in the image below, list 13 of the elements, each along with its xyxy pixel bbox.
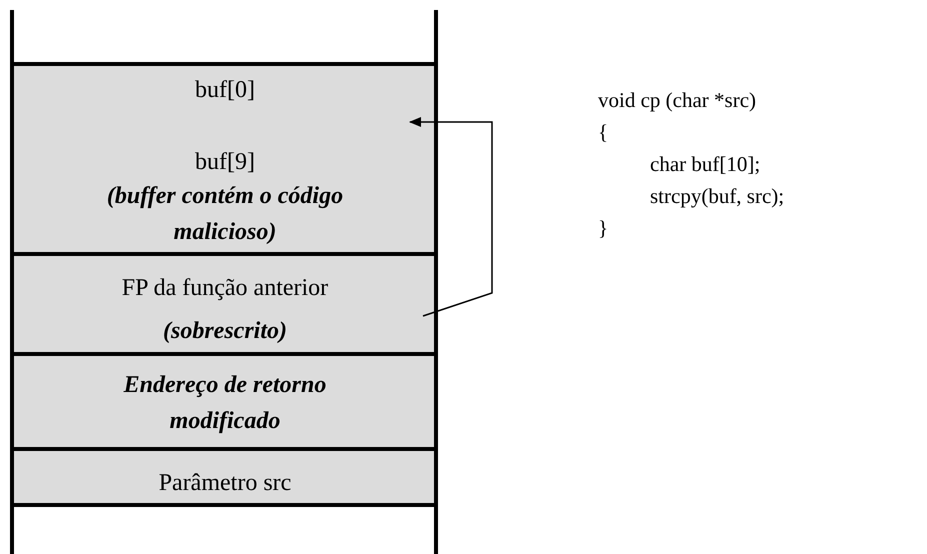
arrow: [409, 117, 493, 317]
cell-text: (buffer contém o código malicioso): [106, 182, 344, 247]
cell-text: FP da função anterior: [120, 274, 330, 303]
code-line: char buf[10];: [650, 151, 760, 178]
code-line: }: [598, 215, 608, 242]
cell-text: Parâmetro src: [158, 469, 292, 498]
cell-text: buf[9]: [194, 148, 256, 177]
code-line: strcpy(buf, src);: [650, 183, 784, 210]
code-line: {: [598, 119, 608, 146]
code-line: void cp (char *src): [598, 87, 756, 114]
cell-text: buf[0]: [194, 76, 256, 105]
cell-text: (sobrescrito): [162, 317, 288, 346]
cell-text: Endereço de retorno modificado: [122, 371, 328, 436]
